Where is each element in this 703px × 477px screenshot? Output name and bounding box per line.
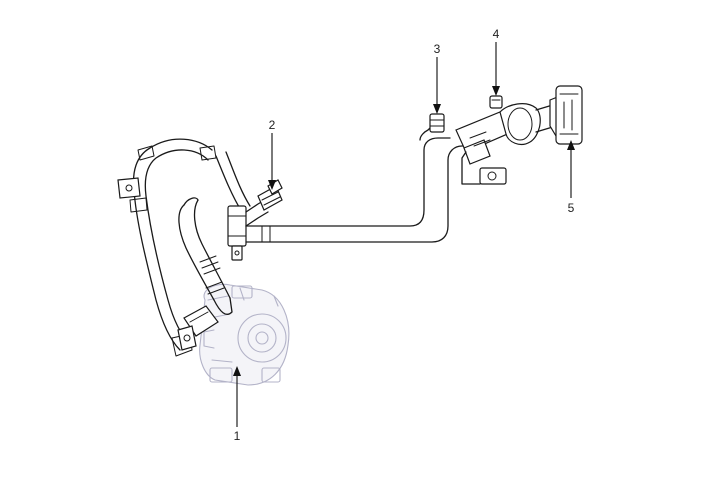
- expansion-valve-assembly: [455, 95, 541, 185]
- callout-3: 3: [433, 42, 441, 114]
- callout-5: 5: [567, 140, 575, 215]
- evaporator-flange: [535, 85, 583, 145]
- callout-label-3: 3: [434, 42, 441, 56]
- callout-label-1: 1: [234, 429, 241, 443]
- compressor: [199, 283, 290, 386]
- callout-label-4: 4: [493, 27, 500, 41]
- junction-block: [227, 197, 269, 261]
- suction-hose: [178, 197, 233, 315]
- callout-1: 1: [233, 366, 241, 443]
- callout-2: 2: [268, 118, 276, 190]
- pressure-sensor: [429, 113, 445, 133]
- compressor-fitting: [177, 305, 219, 351]
- callout-label-5: 5: [568, 201, 575, 215]
- callout-label-2: 2: [269, 118, 276, 132]
- callout-4: 4: [492, 27, 500, 96]
